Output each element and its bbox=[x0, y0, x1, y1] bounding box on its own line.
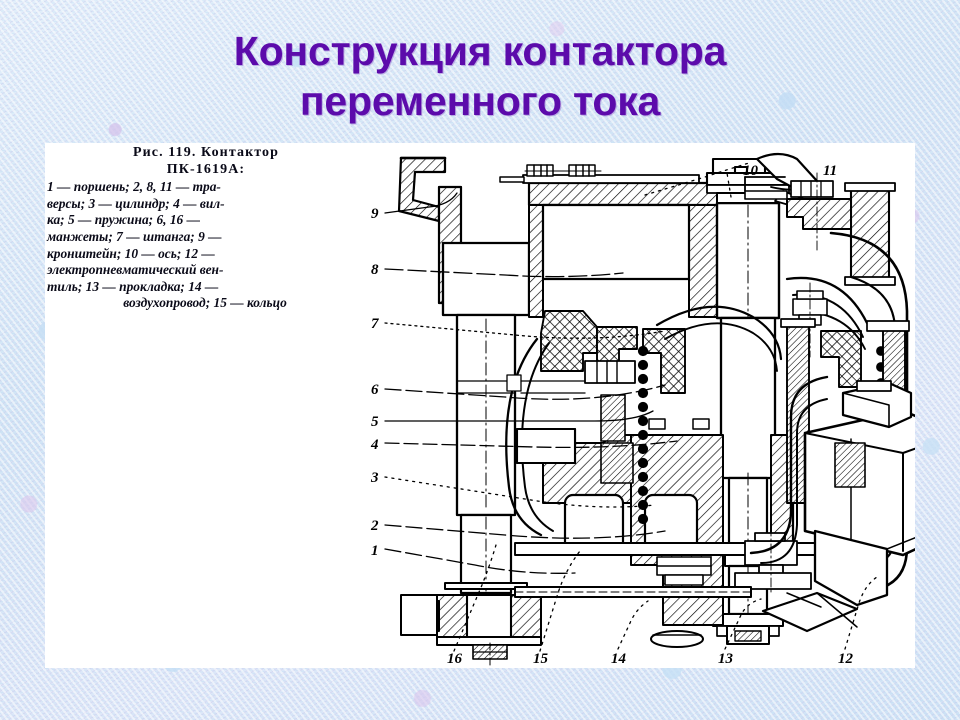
callout-label-16: 16 bbox=[447, 651, 463, 667]
callout-label-7: 7 bbox=[371, 316, 379, 332]
callout-label-11: 11 bbox=[823, 163, 837, 179]
slide-title: Конструкция контактора переменного тока bbox=[0, 26, 960, 126]
callout-label-8: 8 bbox=[371, 262, 379, 278]
callout-label-15: 15 bbox=[533, 651, 549, 667]
title-line-2: переменного тока bbox=[299, 78, 661, 124]
figure-panel: Рис. 119. Контактор ПК-1619А: 1 — поршен… bbox=[45, 143, 915, 668]
callout-label-10: 10 bbox=[743, 163, 759, 179]
callout-label-3: 3 bbox=[370, 470, 379, 486]
contactor-cross-section-drawing: 9 8 7 6 5 4 3 2 1 10 11 16 15 14 13 12 bbox=[45, 143, 915, 668]
title-line-1: Конструкция контактора bbox=[233, 28, 727, 74]
callout-label-1: 1 bbox=[371, 543, 379, 559]
callout-label-14: 14 bbox=[611, 651, 627, 667]
callout-label-2: 2 bbox=[370, 518, 379, 534]
callout-label-4: 4 bbox=[370, 437, 379, 453]
callout-label-6: 6 bbox=[371, 382, 379, 398]
callout-label-9: 9 bbox=[371, 206, 379, 222]
callout-label-13: 13 bbox=[718, 651, 734, 667]
callout-label-12: 12 bbox=[838, 651, 854, 667]
callout-label-5: 5 bbox=[371, 414, 379, 430]
